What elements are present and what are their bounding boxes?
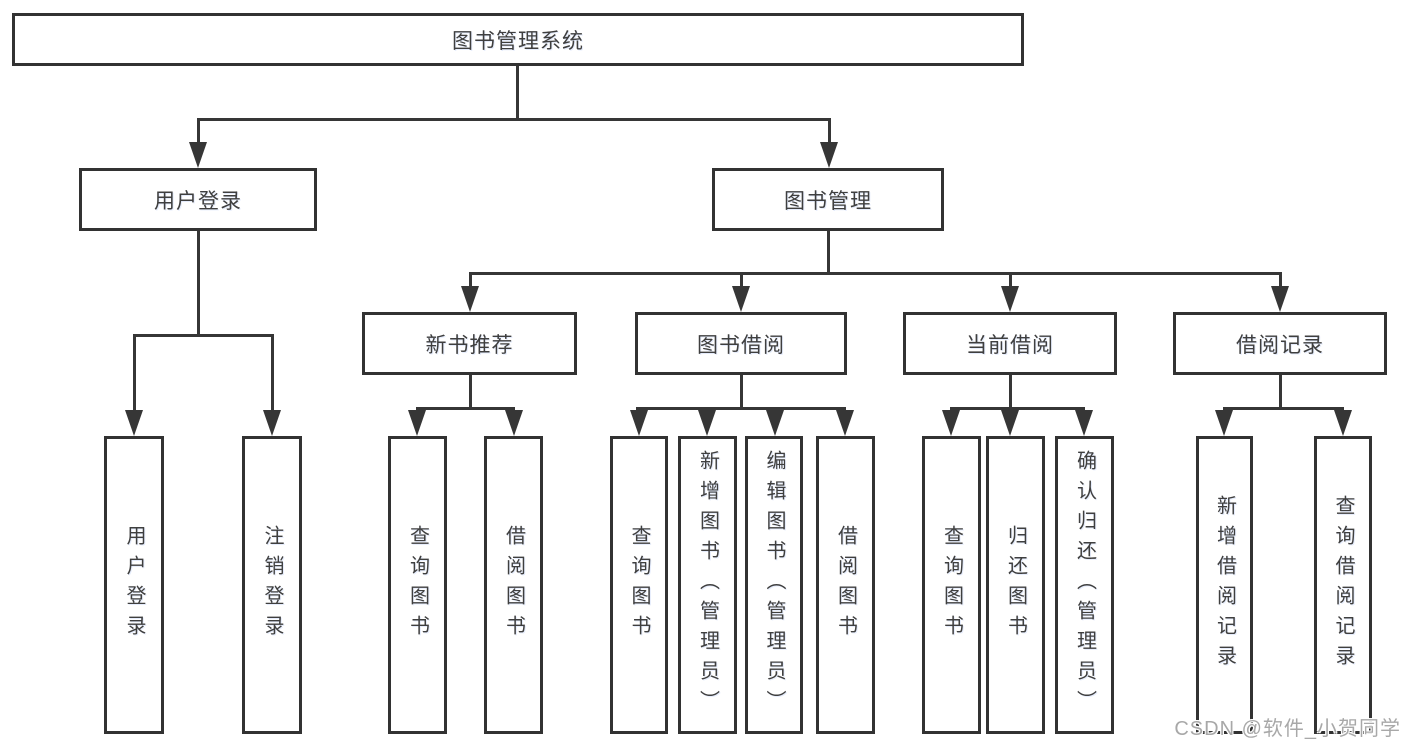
- leaf-label: 确认归还（管理员）: [1073, 450, 1096, 720]
- connector-line: [516, 66, 519, 118]
- leaf-bb-add-books-admin: 新增图书（管理员）: [678, 436, 737, 734]
- arrow-down-icon: [766, 410, 784, 436]
- connector-line: [950, 407, 1085, 410]
- csdn-watermark: CSDN @软件_小贺同学: [1174, 718, 1401, 740]
- connector-line: [197, 118, 830, 121]
- leaf-bb-edit-books-admin: 编辑图书（管理员）: [745, 436, 803, 734]
- leaf-label: 注销登录: [261, 525, 283, 645]
- leaf-label: 归还图书: [1004, 525, 1027, 645]
- leaf-label: 查询图书: [940, 525, 963, 645]
- connector-line: [740, 272, 743, 288]
- leaf-bb-query-books: 查询图书: [610, 436, 668, 734]
- arrow-down-icon: [836, 410, 854, 436]
- leaf-user-login: 用户登录: [104, 436, 164, 734]
- connector-line: [740, 375, 743, 407]
- connector-line: [1009, 375, 1012, 407]
- leaf-logout: 注销登录: [242, 436, 302, 734]
- node-book-borrow: 图书借阅: [635, 312, 847, 375]
- connector-line: [636, 407, 846, 410]
- connector-line: [1279, 375, 1282, 407]
- arrow-down-icon: [942, 410, 960, 436]
- leaf-bb-borrow-books: 借阅图书: [816, 436, 875, 734]
- leaf-label: 新增借阅记录: [1213, 495, 1236, 675]
- leaf-br-query-record: 查询借阅记录: [1314, 436, 1372, 734]
- leaf-cb-query-books: 查询图书: [922, 436, 981, 734]
- connector-line: [1279, 272, 1282, 288]
- leaf-label: 查询图书: [628, 525, 650, 645]
- arrow-down-icon: [698, 410, 716, 436]
- leaf-cb-confirm-return-admin: 确认归还（管理员）: [1055, 436, 1114, 734]
- node-label: 图书管理: [784, 189, 872, 213]
- node-root: 图书管理系统: [12, 13, 1024, 66]
- connector-line: [469, 375, 472, 407]
- node-label: 新书推荐: [425, 333, 514, 357]
- node-current-borrow: 当前借阅: [903, 312, 1117, 375]
- node-label: 图书借阅: [697, 333, 785, 357]
- leaf-label: 借阅图书: [502, 525, 525, 645]
- node-new-book-recommend: 新书推荐: [362, 312, 577, 375]
- arrow-down-icon: [1215, 410, 1233, 436]
- node-label: 借阅记录: [1236, 333, 1324, 357]
- connector-line: [827, 231, 830, 272]
- connector-line: [271, 334, 274, 412]
- node-book-management: 图书管理: [712, 168, 944, 231]
- leaf-nbr-query-books: 查询图书: [388, 436, 447, 734]
- arrow-down-icon: [1001, 410, 1019, 436]
- connector-line: [469, 272, 1281, 275]
- leaf-label: 借阅图书: [834, 525, 857, 645]
- node-label: 当前借阅: [966, 333, 1054, 357]
- leaf-nbr-borrow-books: 借阅图书: [484, 436, 543, 734]
- arrow-down-icon: [263, 410, 281, 436]
- connector-line: [416, 407, 515, 410]
- node-user-login: 用户登录: [79, 168, 317, 231]
- leaf-label: 编辑图书（管理员）: [763, 450, 785, 720]
- arrow-down-icon: [1334, 410, 1352, 436]
- connector-line: [133, 334, 136, 412]
- leaf-label: 查询借阅记录: [1332, 495, 1354, 675]
- node-label: 用户登录: [154, 189, 242, 213]
- arrow-down-icon: [408, 410, 426, 436]
- arrow-down-icon: [630, 410, 648, 436]
- arrow-down-icon: [461, 286, 479, 312]
- arrow-down-icon: [732, 286, 750, 312]
- node-borrow-records: 借阅记录: [1173, 312, 1387, 375]
- connector-line: [1223, 407, 1344, 410]
- leaf-label: 新增图书（管理员）: [696, 450, 719, 720]
- connector-line: [197, 231, 200, 334]
- arrow-down-icon: [125, 410, 143, 436]
- connector-line: [1009, 272, 1012, 288]
- connector-line: [197, 118, 200, 144]
- arrow-down-icon: [1001, 286, 1019, 312]
- connector-line: [469, 272, 472, 288]
- arrow-down-icon: [189, 142, 207, 168]
- leaf-label: 查询图书: [406, 525, 429, 645]
- arrow-down-icon: [820, 142, 838, 168]
- leaf-label: 用户登录: [123, 525, 145, 645]
- arrow-down-icon: [1075, 410, 1093, 436]
- arrow-down-icon: [505, 410, 523, 436]
- connector-line: [828, 118, 831, 144]
- leaf-br-add-record: 新增借阅记录: [1196, 436, 1253, 734]
- node-label: 图书管理系统: [452, 29, 584, 53]
- leaf-cb-return-books: 归还图书: [986, 436, 1045, 734]
- connector-line: [133, 334, 273, 337]
- arrow-down-icon: [1271, 286, 1289, 312]
